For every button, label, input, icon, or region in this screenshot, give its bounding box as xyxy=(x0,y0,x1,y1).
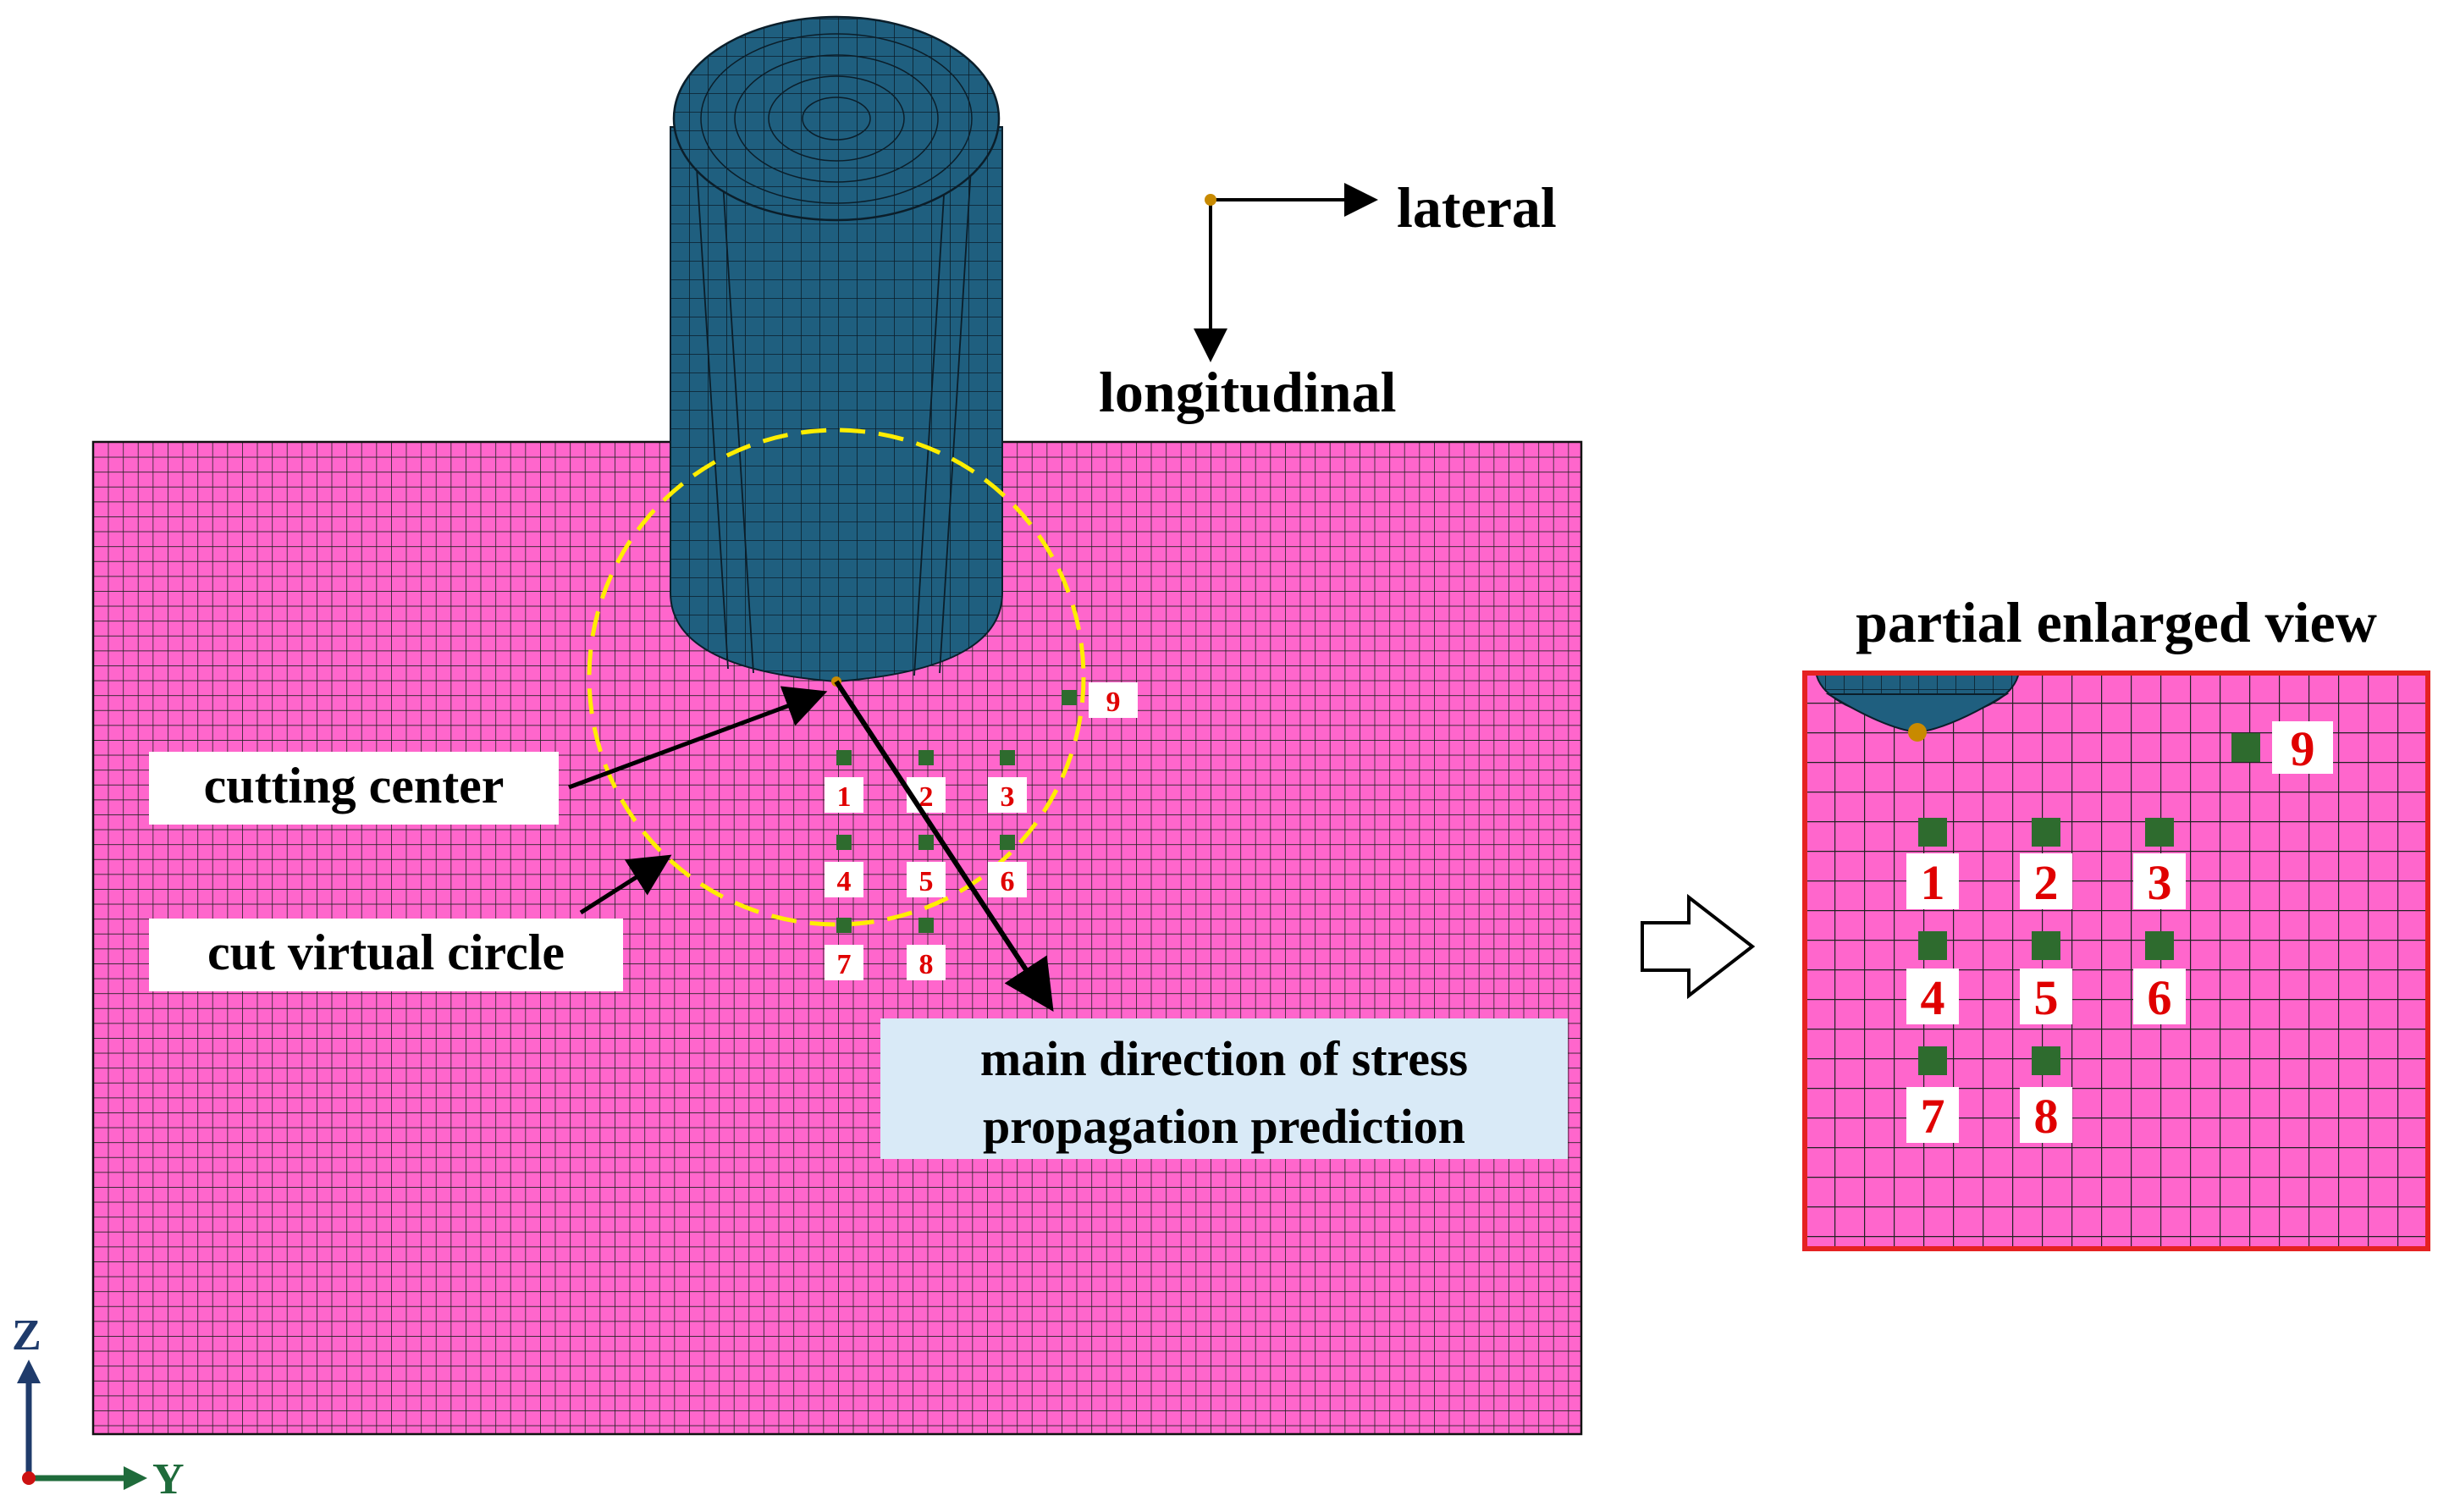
point-label-2: 2 xyxy=(907,777,946,813)
inset-point-label-3: 3 xyxy=(2133,853,2186,910)
svg-text:2: 2 xyxy=(919,781,934,813)
point-label-3: 3 xyxy=(988,777,1027,813)
axis-z-label: Z xyxy=(12,1311,41,1360)
svg-text:1: 1 xyxy=(1921,855,1945,910)
svg-text:3: 3 xyxy=(1001,781,1015,813)
virtual-circle-arrow xyxy=(579,854,672,915)
svg-text:6: 6 xyxy=(2148,970,2172,1025)
point-label-5: 5 xyxy=(907,862,946,897)
stress-direction-line1: main direction of stress xyxy=(980,1031,1468,1086)
partial-enlarged-view: 1 2 3 4 5 6 7 8 9 xyxy=(1802,670,2430,1251)
stress-direction-arrow xyxy=(834,680,1054,1013)
cut-virtual-circle xyxy=(587,428,1086,927)
axis-triad-icon: Z Y xyxy=(12,1311,185,1504)
svg-text:8: 8 xyxy=(2034,1089,2059,1144)
svg-text:9: 9 xyxy=(1106,687,1121,718)
inset-point-label-1: 1 xyxy=(1906,853,1959,910)
inset-point-label-6: 6 xyxy=(2133,968,2186,1025)
svg-text:2: 2 xyxy=(2034,855,2059,910)
measure-points-main: 1 2 3 4 5 6 7 8 9 xyxy=(825,682,1138,980)
point-label-1: 1 xyxy=(825,777,863,813)
svg-text:7: 7 xyxy=(837,949,852,980)
inset-point-label-7: 7 xyxy=(1906,1087,1959,1144)
virtual-circle-box xyxy=(149,919,623,991)
inset-point-label-2: 2 xyxy=(2020,853,2072,910)
point-label-8: 8 xyxy=(907,945,946,980)
direction-key: lateral longitudinal xyxy=(1099,175,1557,424)
hollow-right-arrow-icon xyxy=(1641,893,1756,1000)
svg-text:8: 8 xyxy=(919,949,934,980)
point-label-7: 7 xyxy=(825,945,863,980)
longitudinal-label: longitudinal xyxy=(1099,360,1397,424)
svg-text:7: 7 xyxy=(1921,1089,1945,1144)
point-label-9: 9 xyxy=(1089,682,1138,718)
svg-text:1: 1 xyxy=(837,781,852,813)
cutting-tool xyxy=(670,15,1003,683)
lateral-label: lateral xyxy=(1397,175,1557,240)
point-label-6: 6 xyxy=(988,862,1027,897)
inset-point-label-4: 4 xyxy=(1906,968,1959,1025)
inset-point-label-5: 5 xyxy=(2020,968,2072,1025)
axis-y-label: Y xyxy=(152,1455,185,1504)
svg-text:4: 4 xyxy=(837,866,852,897)
cutting-center-label: cutting center xyxy=(204,758,505,814)
svg-text:3: 3 xyxy=(2148,855,2172,910)
inset-center-dot xyxy=(1908,723,1927,742)
svg-text:5: 5 xyxy=(2034,970,2059,1025)
point-label-4: 4 xyxy=(825,862,863,897)
inset-point-label-9: 9 xyxy=(2272,721,2333,776)
virtual-circle-label: cut virtual circle xyxy=(207,924,565,980)
partial-view-title: partial enlarged view xyxy=(1856,590,2377,654)
stress-direction-box xyxy=(880,1018,1568,1159)
svg-text:6: 6 xyxy=(1001,866,1015,897)
svg-text:4: 4 xyxy=(1921,970,1945,1025)
cutting-center-box xyxy=(149,752,559,825)
svg-text:5: 5 xyxy=(919,866,934,897)
inset-border xyxy=(1802,670,2430,1251)
cutting-center-arrow xyxy=(568,686,828,790)
inset-point-label-8: 8 xyxy=(2020,1087,2072,1144)
svg-text:9: 9 xyxy=(2291,721,2315,776)
stress-direction-line2: propagation prediction xyxy=(983,1099,1465,1154)
